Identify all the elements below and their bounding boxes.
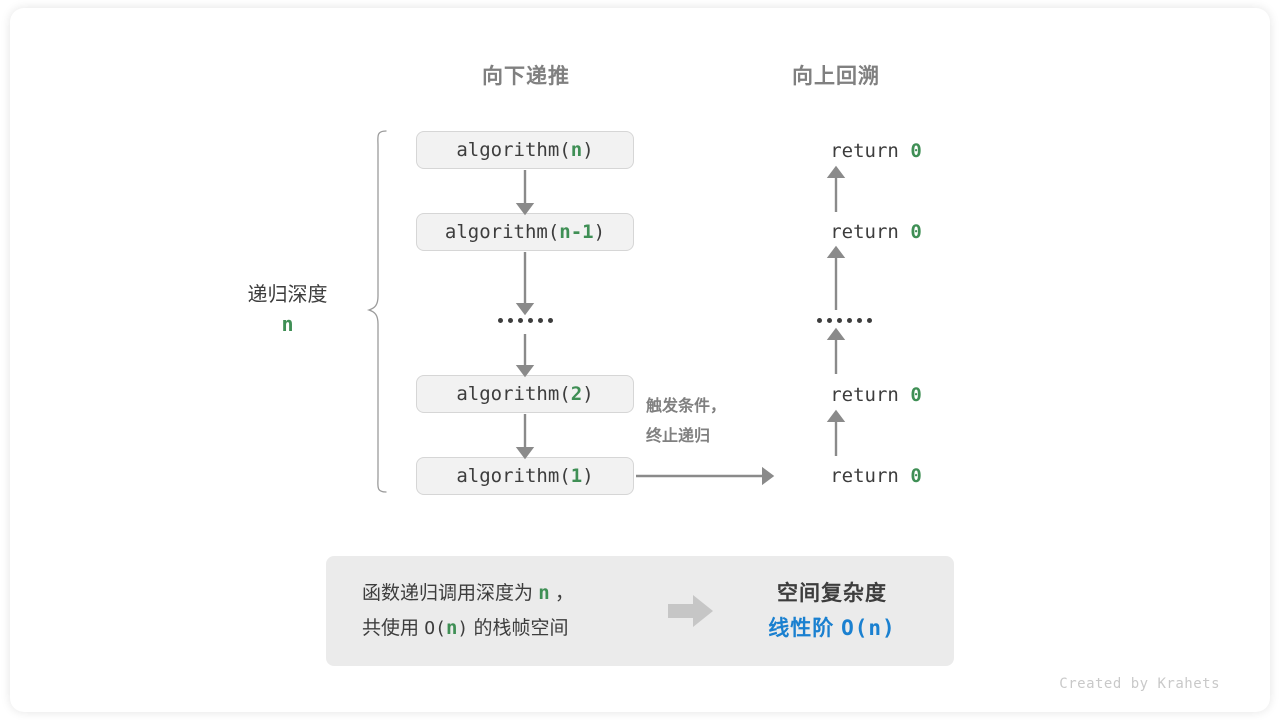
ellipsis-dot: [817, 318, 822, 323]
ellipsis-dot: [498, 318, 503, 323]
summary-conclusion-value-text: 线性阶: [768, 616, 842, 640]
ellipsis-dot: [827, 318, 832, 323]
call-box-suffix: ): [582, 139, 594, 161]
recursion-depth-label: 递归深度 n: [200, 281, 375, 339]
call-box-arg: n-1: [559, 221, 594, 243]
return-statement-2: return 0: [756, 221, 996, 243]
call-box-prefix: algorithm(: [456, 139, 571, 161]
summary-arrow-wrap: [656, 593, 726, 629]
summary-conclusion: 空间复杂度 线性阶 O(n): [726, 577, 954, 646]
call-box-prefix: algorithm(: [456, 465, 571, 487]
summary-line-1-text-a: 函数递归调用深度为: [362, 583, 539, 604]
summary-line-2-bigo-open: O(: [424, 618, 446, 639]
termination-note-line1: 触发条件，: [646, 398, 727, 415]
return-statement-1: return 0: [756, 140, 996, 162]
summary-conclusion-value: 线性阶 O(n): [726, 611, 938, 646]
call-box-suffix: ): [582, 465, 594, 487]
call-box-arg: 1: [570, 465, 583, 487]
recursion-depth-text: 递归深度: [247, 284, 328, 306]
summary-conclusion-value-bigo: O(n): [841, 615, 896, 640]
call-box-suffix: ): [582, 383, 594, 405]
column-heading-downward: 向下递推: [482, 65, 570, 88]
summary-line-2-bigo-close: ): [457, 618, 469, 639]
ellipsis-dot: [847, 318, 852, 323]
return-statement-4: return 0: [756, 465, 996, 487]
termination-note-line2: 终止递归: [646, 428, 711, 445]
return-keyword: return: [830, 140, 911, 162]
summary-line-1: 函数递归调用深度为 n ，: [362, 576, 656, 611]
return-keyword: return: [830, 384, 911, 406]
column-heading-upward: 向上回溯: [792, 65, 880, 88]
summary-line-2-text-b: 的栈帧空间: [468, 618, 569, 639]
ellipsis-dots-left: [498, 318, 553, 323]
summary-description: 函数递归调用深度为 n ， 共使用 O(n) 的栈帧空间: [326, 576, 656, 646]
ellipsis-dot: [548, 318, 553, 323]
summary-panel: 函数递归调用深度为 n ， 共使用 O(n) 的栈帧空间 空间复杂度 线性阶 O…: [326, 556, 954, 666]
credit-text: Created by Krahets: [1059, 676, 1220, 692]
return-statement-3: return 0: [756, 384, 996, 406]
ellipsis-dot: [508, 318, 513, 323]
ellipsis-dot: [528, 318, 533, 323]
call-box-prefix: algorithm(: [456, 383, 571, 405]
return-value: 0: [910, 221, 922, 243]
right-arrow-icon: [668, 595, 713, 627]
ellipsis-dot: [538, 318, 543, 323]
summary-line-2-var: n: [445, 617, 458, 639]
call-box-prefix: algorithm(: [444, 221, 560, 243]
return-value: 0: [910, 465, 922, 487]
call-box-2: algorithm(2): [416, 375, 634, 413]
return-value: 0: [910, 140, 922, 162]
return-value: 0: [910, 384, 922, 406]
termination-note: 触发条件， 终止递归: [646, 392, 726, 452]
summary-line-1-var: n: [538, 582, 550, 604]
summary-conclusion-title: 空间复杂度: [777, 581, 887, 605]
call-box-suffix: ): [593, 221, 606, 243]
return-keyword: return: [830, 465, 911, 487]
summary-line-2-text-a: 共使用: [362, 618, 425, 639]
ellipsis-dots-right: [817, 318, 872, 323]
ellipsis-dot: [837, 318, 842, 323]
call-box-arg: 2: [570, 383, 583, 405]
recursion-depth-value: n: [281, 312, 294, 336]
summary-line-1-text-b: ，: [549, 583, 575, 604]
call-box-n-minus-1: algorithm(n-1): [416, 213, 634, 251]
ellipsis-dot: [518, 318, 523, 323]
return-keyword: return: [830, 221, 911, 243]
ellipsis-dot: [867, 318, 872, 323]
ellipsis-dot: [857, 318, 862, 323]
call-box-arg: n: [570, 139, 583, 161]
summary-line-2: 共使用 O(n) 的栈帧空间: [362, 611, 656, 646]
call-box-1: algorithm(1): [416, 457, 634, 495]
call-box-n: algorithm(n): [416, 131, 634, 169]
